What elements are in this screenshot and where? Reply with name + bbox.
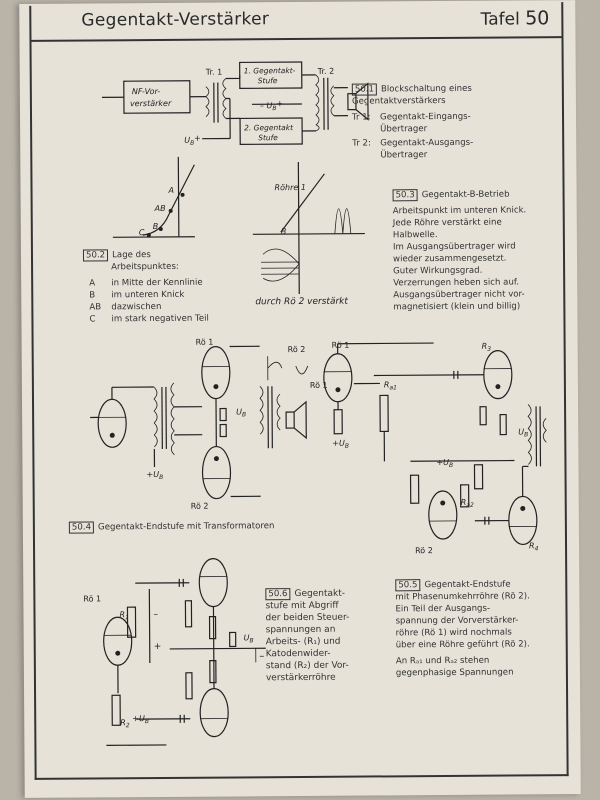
stage2-line2: Stufe <box>258 133 278 142</box>
ro1-label-50-4: Rö 1 <box>196 338 214 347</box>
stage1-line2: Stufe <box>258 76 278 85</box>
point-ab: AB <box>154 204 166 213</box>
plus-50-6: + <box>154 642 162 652</box>
speaker-cone-icon <box>355 82 369 121</box>
block-diagram: NF-Vor- verstärker Tr. 1 UB+ 1. Gegentak… <box>101 61 369 147</box>
point-c: C <box>139 228 145 237</box>
nf-box-line1: NF-Vor- <box>132 87 161 96</box>
circuit-50-4: +UB Rö 1 Rö 2 UB <box>90 338 328 511</box>
point-a: A <box>168 186 175 195</box>
ub-50-4-center: UB <box>236 407 246 418</box>
r2-label: R2 <box>120 718 130 729</box>
stage1-line1: 1. Gegentakt- <box>244 66 296 75</box>
roehre1-label: Röhre 1 <box>274 183 305 192</box>
minus-50-6: – <box>153 610 158 620</box>
ro2-label-right: Rö 2 <box>288 345 306 354</box>
ro2-label-50-4: Rö 2 <box>191 502 209 511</box>
ub-50-5-left: +UB <box>332 439 349 450</box>
tr1-label: Tr. 1 <box>205 68 223 77</box>
durch-label: durch Rö 2 verstärkt <box>255 297 348 308</box>
page-frame: Gegentakt-Verstärker Tafel 50 NF-Vor- ve… <box>29 2 569 780</box>
r1-label: R1 <box>119 610 128 621</box>
point-b: B <box>153 222 159 231</box>
tr2-label: Tr. 2 <box>317 67 335 76</box>
page-title: Gegentakt-Verstärker <box>81 9 270 31</box>
circuit-50-5: Rö 1 +UB Ra1 R3 UB <box>323 341 547 555</box>
r3-label: R3 <box>482 342 492 353</box>
ro1-label-right: Rö 1 <box>310 381 328 390</box>
ub-50-4-left: +UB <box>146 470 163 481</box>
characteristic-curves: A AB B C Röhre 1 B durch Rö 2 verstärkt <box>112 156 365 308</box>
ub-center: – UB+ <box>260 99 283 112</box>
ro1-label-50-6: Rö 1 <box>83 594 101 603</box>
ro1-label-50-5: Rö 1 <box>332 341 350 350</box>
page-header: Gegentakt-Verstärker Tafel 50 <box>31 2 562 42</box>
ro2-label-50-5: Rö 2 <box>415 546 433 555</box>
speaker-icon <box>347 92 357 111</box>
speaker-cone-icon-50-4 <box>293 400 307 440</box>
ub-50-6-right: UB <box>244 633 254 644</box>
tafel-label: Tafel 50 <box>480 7 550 30</box>
r4-label: R4 <box>529 541 539 552</box>
stage2-line1: 2. Gegentakt <box>244 123 294 132</box>
point-b-right: B <box>281 227 287 236</box>
speaker-icon-50-4 <box>285 411 295 429</box>
ra1-label: Ra1 <box>384 380 397 391</box>
circuit-50-6: Rö 1 R1 – + R2 +UB <box>83 558 266 746</box>
ra2-label: Ra2 <box>461 498 474 509</box>
nf-box-line2: verstärker <box>130 99 172 108</box>
ub-50-5-right: UB <box>518 427 528 438</box>
ub-left: UB+ <box>184 134 201 147</box>
book-page: Gegentakt-Verstärker Tafel 50 NF-Vor- ve… <box>19 0 581 798</box>
tr-legend: Tr 1:Gegentakt-Eingangs- Übertrager Tr 2… <box>352 110 562 161</box>
ub-50-5-bottom: +UB <box>436 458 453 469</box>
